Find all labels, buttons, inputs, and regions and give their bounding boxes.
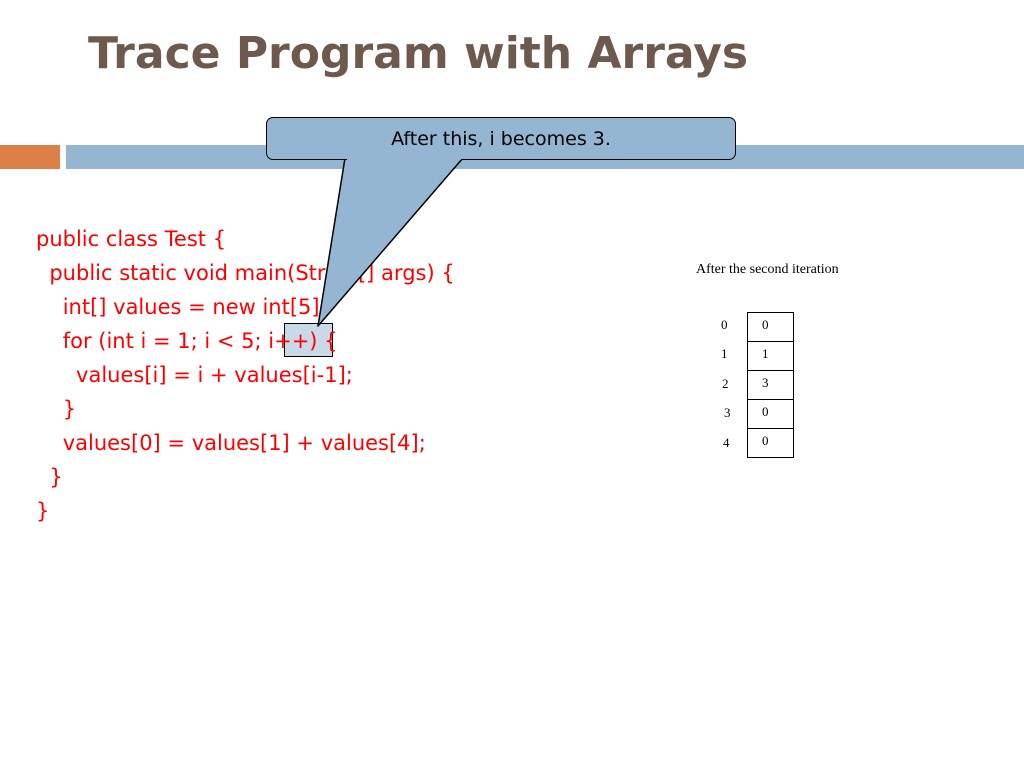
- code-line: for (int i = 1; i < 5; i++) {: [36, 329, 338, 353]
- array-index: 1: [721, 346, 728, 361]
- highlight-box: [284, 323, 333, 357]
- array-cell: 0: [762, 433, 769, 448]
- callout-box: After this, i becomes 3.: [266, 117, 736, 160]
- code-block: public class Test { public static void m…: [36, 222, 455, 528]
- code-line: values[0] = values[1] + values[4];: [36, 431, 426, 455]
- code-line: }: [36, 465, 63, 489]
- array-index: 0: [721, 317, 728, 332]
- array-index: 4: [723, 435, 730, 450]
- accent-bar-orange: [0, 145, 60, 169]
- code-line: }: [36, 397, 77, 421]
- array-cell: 0: [748, 313, 793, 342]
- array-cell: 1: [748, 342, 793, 371]
- array-index: 3: [724, 405, 731, 420]
- slide-title: Trace Program with Arrays: [88, 28, 749, 79]
- code-line: public static void main(String[] args) {: [36, 261, 455, 285]
- code-line: }: [36, 499, 50, 523]
- array-cell: 0: [748, 400, 793, 429]
- array-index: 2: [722, 376, 729, 391]
- code-line: int[] values = new int[5];: [36, 295, 327, 319]
- array-box: 0 1 3 0 0: [747, 312, 794, 458]
- code-line: values[i] = i + values[i-1];: [36, 363, 353, 387]
- array-cell: 3: [748, 371, 793, 400]
- array-caption: After the second iteration: [696, 262, 839, 277]
- code-line: public class Test {: [36, 227, 227, 251]
